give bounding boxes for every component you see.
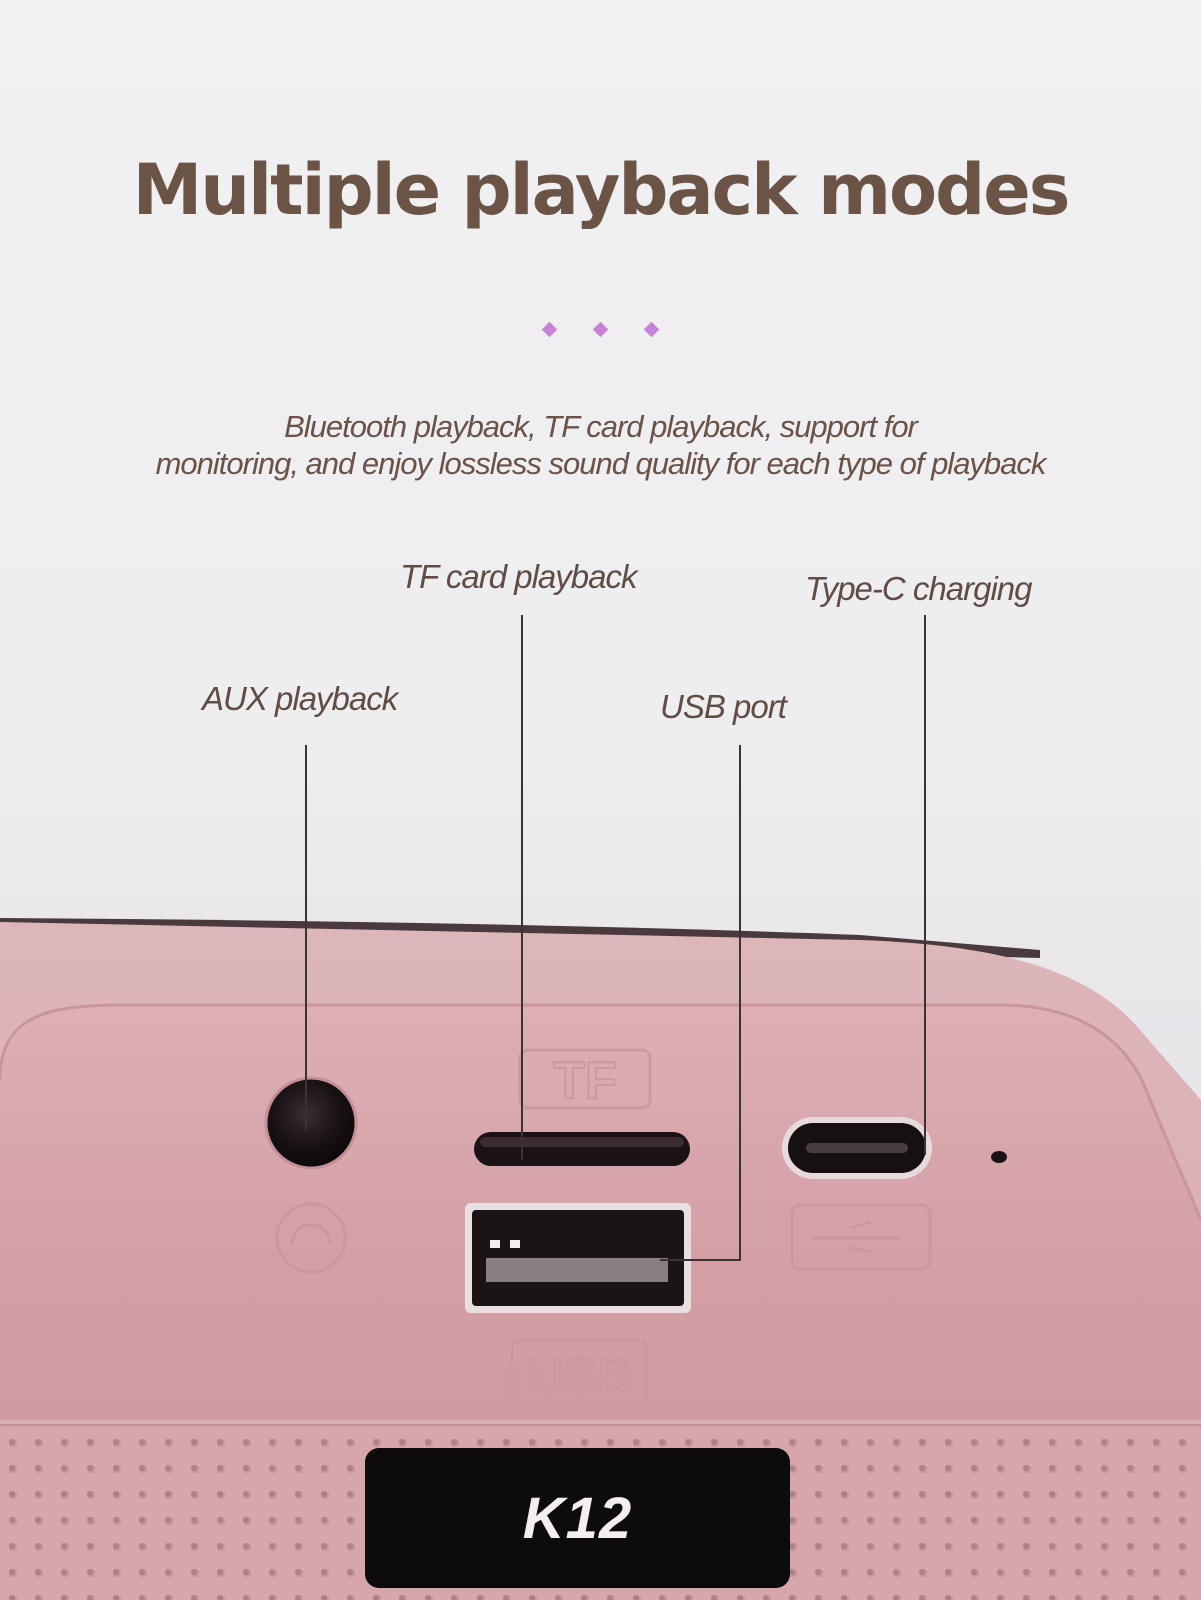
callout-aux: AUX playback	[202, 680, 398, 717]
leader-line-type-c	[924, 615, 926, 1155]
leader-line-usb-elbow	[660, 1259, 741, 1261]
diamond-icon	[644, 321, 660, 338]
subtitle: Bluetooth playback, TF card playback, su…	[60, 408, 1141, 482]
model-badge	[365, 1448, 790, 1588]
callout-type-c: Type-C charging	[805, 570, 1032, 607]
diamond-divider	[0, 321, 1201, 342]
subtitle-line-1: Bluetooth playback, TF card playback, su…	[284, 409, 918, 444]
leader-line-usb	[739, 745, 741, 1260]
model-label: K12	[522, 1486, 633, 1551]
callout-tf-card: TF card playback	[400, 558, 637, 595]
leader-line-tf	[521, 615, 523, 1160]
page-title: Multiple playback modes	[132, 149, 1071, 231]
diamond-icon	[592, 321, 609, 338]
subtitle-line-2: monitoring, and enjoy lossless sound qua…	[155, 446, 1047, 481]
leader-line-aux	[305, 745, 307, 1130]
callout-usb: USB port	[660, 688, 787, 725]
diamond-icon	[541, 321, 557, 338]
svg-text:TF: TF	[553, 1052, 617, 1110]
svg-text:USB: USB	[528, 1347, 631, 1403]
